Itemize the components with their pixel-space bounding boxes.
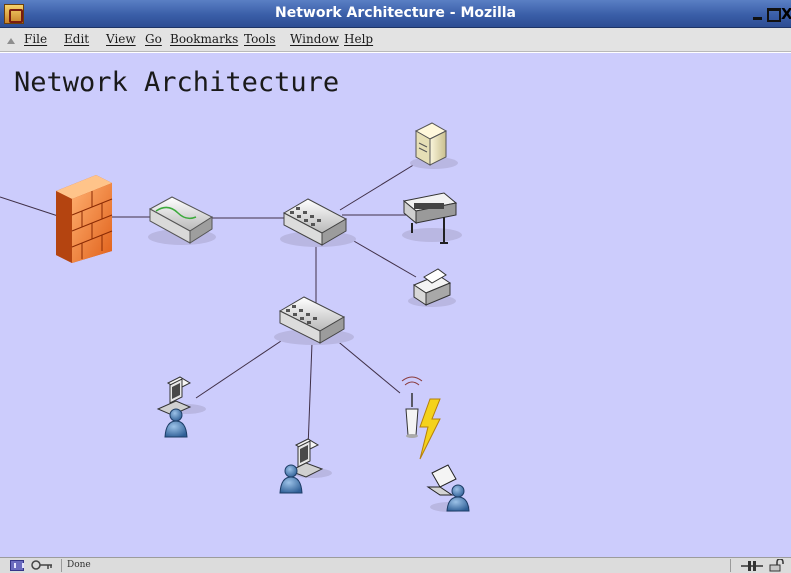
network-diagram <box>0 122 470 512</box>
wireless-signal-bolt-icon <box>419 398 441 460</box>
restore-button[interactable] <box>766 4 781 24</box>
access-switch-icon[interactable] <box>274 296 354 345</box>
link-access-switch-workstation-left <box>195 334 291 399</box>
link-core-switch-server <box>339 160 421 211</box>
status-divider <box>730 559 731 572</box>
status-text: Done <box>67 560 91 570</box>
title-bar[interactable]: Network Architecture - Mozilla X <box>0 0 791 28</box>
laptop-user-icon[interactable] <box>426 464 470 512</box>
menu-window[interactable]: Window <box>290 32 339 46</box>
online-connection-icon[interactable] <box>740 559 764 572</box>
menu-go[interactable]: Go <box>145 32 162 46</box>
page-heading: Network Architecture <box>14 67 340 98</box>
mozilla-component-bar-icon[interactable] <box>10 560 24 571</box>
menu-help[interactable]: Help <box>344 32 374 46</box>
workstation-user-bottom-icon[interactable] <box>279 438 332 494</box>
menu-bar: File Edit View Go Bookmarks Tools Window… <box>0 28 791 52</box>
server-icon[interactable] <box>410 122 458 169</box>
menu-file[interactable]: File <box>24 32 48 46</box>
mozilla-app-icon[interactable] <box>4 4 24 24</box>
menu-tools[interactable]: Tools <box>244 32 276 46</box>
close-button[interactable]: X <box>781 5 791 23</box>
menu-view[interactable]: View <box>106 32 136 46</box>
security-key-icon[interactable] <box>30 559 56 572</box>
wireless-access-point-icon[interactable] <box>401 376 423 438</box>
status-divider <box>61 559 62 572</box>
minimize-button[interactable] <box>751 4 765 24</box>
link-internet-firewall <box>0 196 59 217</box>
unlocked-padlock-icon[interactable] <box>768 559 786 572</box>
menu-bookmarks[interactable]: Bookmarks <box>170 32 239 46</box>
printer-icon[interactable] <box>408 268 456 307</box>
menubar-collapse-grip-icon[interactable] <box>7 38 15 44</box>
link-access-switch-workstation-bottom <box>307 342 313 449</box>
router-icon[interactable] <box>148 196 216 245</box>
plotter-icon[interactable] <box>402 192 462 244</box>
firewall-icon[interactable] <box>56 175 113 263</box>
menu-edit[interactable]: Edit <box>64 32 90 46</box>
core-switch-icon[interactable] <box>280 198 356 247</box>
workstation-user-left-icon[interactable] <box>156 376 206 438</box>
window-title: Network Architecture - Mozilla <box>275 5 516 21</box>
status-bar: Done <box>0 557 791 573</box>
link-access-switch-wireless-ap <box>334 338 401 394</box>
page-content: Network Architecture <box>0 53 791 557</box>
